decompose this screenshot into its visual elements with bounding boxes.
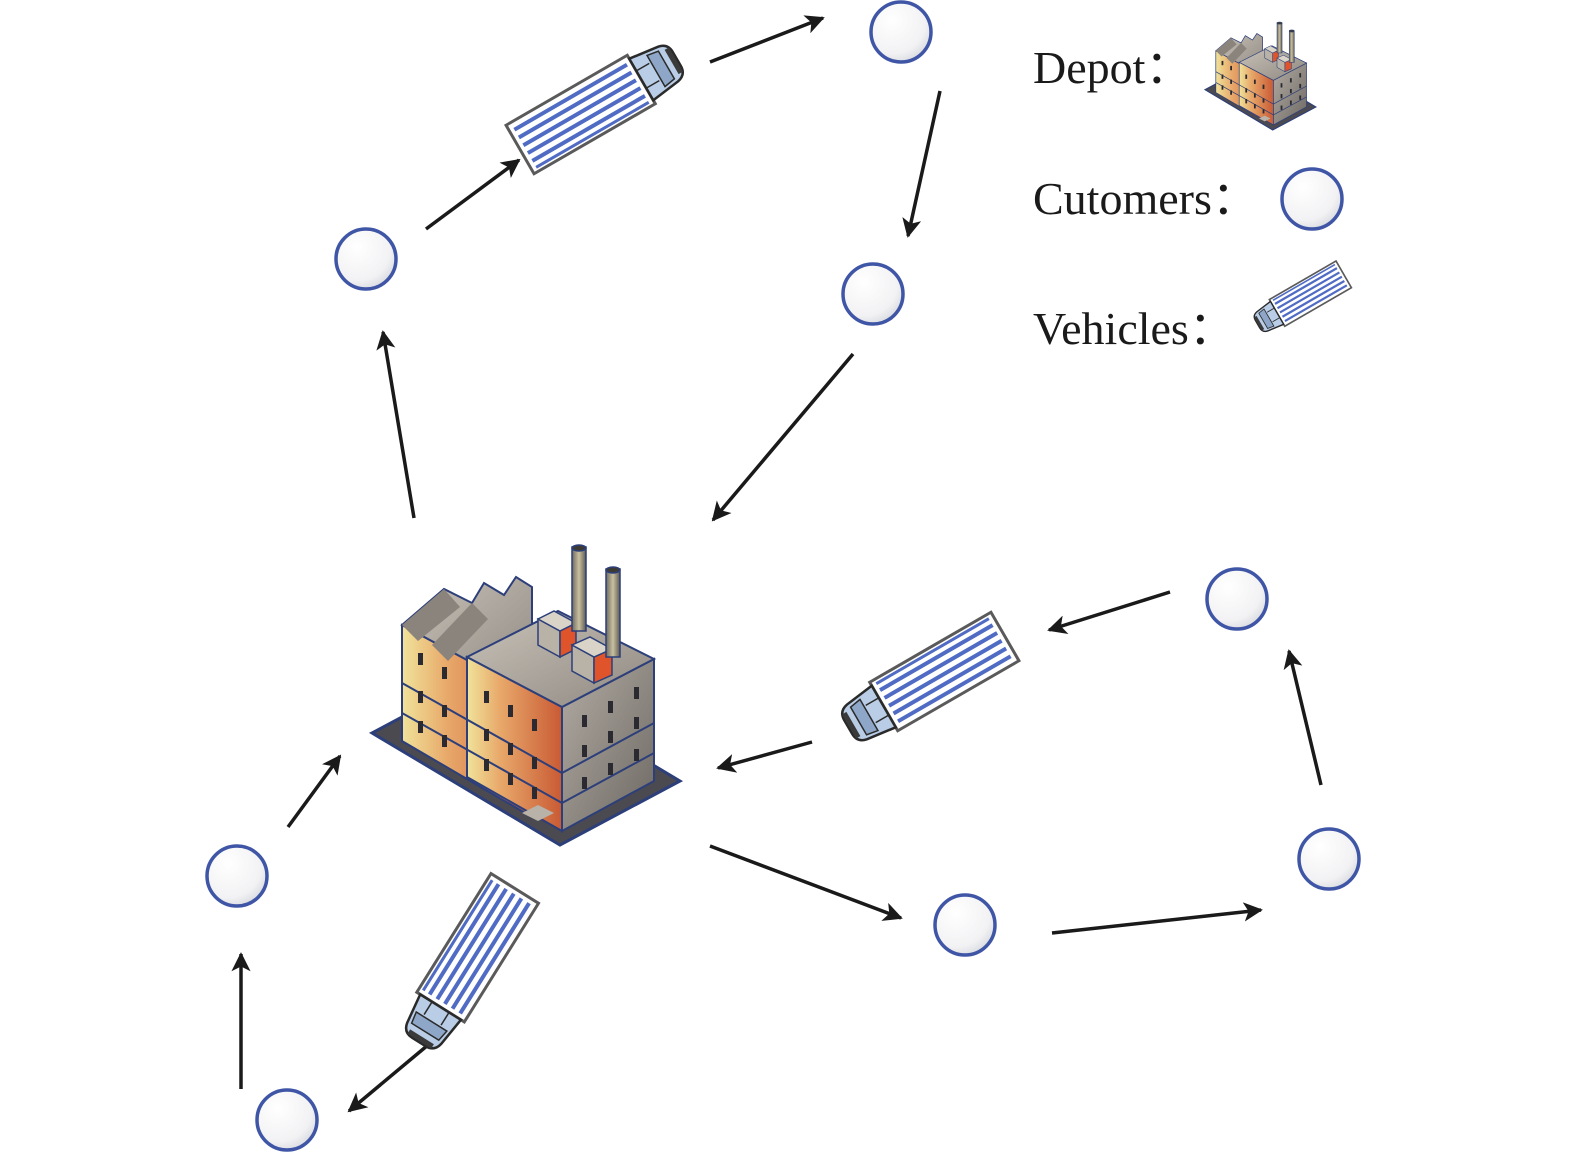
customer-nodes — [205, 0, 1361, 1152]
route-arrow — [1047, 590, 1171, 634]
route-arrow — [1283, 649, 1323, 786]
vehicle-truck — [393, 872, 540, 1059]
vehicle-truck — [832, 610, 1021, 753]
customer-node — [1205, 567, 1269, 631]
legend-depot-icon — [1204, 21, 1317, 131]
route-arrow — [1051, 902, 1263, 935]
route-arrow — [902, 90, 942, 238]
route-arrow — [424, 158, 521, 231]
route-arrow — [286, 754, 342, 829]
route-arrow — [709, 15, 825, 64]
customer-node — [933, 893, 997, 957]
customer-node — [255, 1088, 319, 1152]
route-arrow — [711, 352, 855, 522]
vehicle-truck — [504, 33, 693, 176]
depot-factory-icon — [370, 543, 682, 847]
legend-customer-icon — [1280, 167, 1344, 231]
legend-vehicle-icon — [1248, 260, 1353, 339]
legend-depot-label: Depot： — [1033, 42, 1192, 93]
route-arrow — [716, 740, 813, 773]
legend-customers-label: Cutomers： — [1033, 173, 1258, 224]
customer-node — [334, 227, 398, 291]
customer-node — [1297, 827, 1361, 891]
route-arrow — [709, 844, 903, 921]
route-arrows — [231, 15, 1323, 1113]
customer-node — [841, 262, 905, 326]
customer-node — [205, 844, 269, 908]
legend-vehicles-label: Vehicles： — [1033, 303, 1235, 354]
route-arrow — [347, 1038, 436, 1113]
customer-node — [869, 0, 933, 64]
route-arrow — [376, 330, 416, 519]
